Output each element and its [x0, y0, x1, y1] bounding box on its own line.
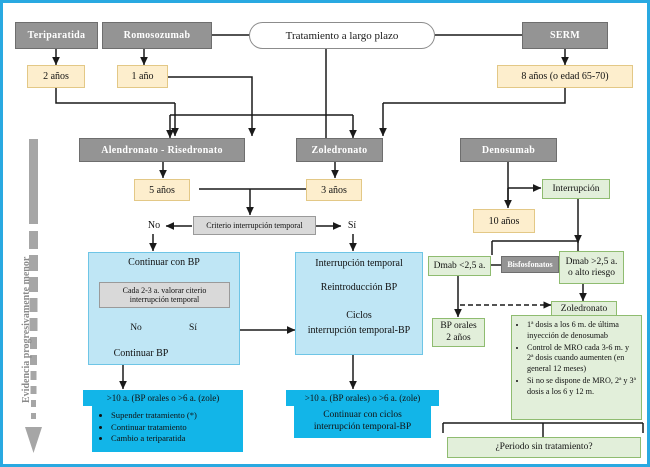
left-branch-inner-box: Cada 2-3 a. valorar citerio interrupción… — [99, 282, 230, 308]
outcome-left-bullet-1: Continuar tratamiento — [111, 422, 238, 434]
decision-si-label: Sí — [347, 220, 357, 231]
denosumab-notes-box: 1ª dosis a los 6 m. de última inyección … — [511, 315, 642, 420]
outcome-right-header: >10 a. (BP orales) o >6 a. (zole) — [286, 390, 439, 406]
dmab-high-line1: Dmab >2,5 a. — [565, 256, 618, 267]
title-pill: Tratamiento a largo plazo — [249, 22, 435, 49]
outcome-left-bullet-0: Supender tratamiento (*) — [111, 410, 238, 422]
dmab-high-box: Dmab >2,5 a. o alto riesgo — [559, 251, 624, 284]
right-branch-panel — [295, 252, 423, 355]
dmab-high-line2: o alto riesgo — [568, 267, 615, 278]
outcome-right-line1: Continuar con ciclos — [323, 410, 402, 421]
dmab-low-box: Dmab <2,5 a. — [428, 256, 491, 276]
right-branch-line4: interrupción temporal-BP — [307, 324, 411, 336]
duration-alendronato: 5 años — [134, 179, 190, 201]
right-branch-line1: Interrupción temporal — [315, 257, 403, 269]
bp-orales-line1: BP orales — [440, 321, 477, 332]
duration-romosozumab: 1 año — [117, 65, 168, 88]
outcome-right-body: Continuar con ciclos interrupción tempor… — [294, 406, 431, 438]
evidence-label: Evidencia progresivamente menor — [21, 256, 32, 403]
left-branch-si: Sí — [189, 323, 197, 333]
inner-box-line1: Cada 2-3 a. valorar citerio — [122, 285, 207, 295]
drug-box-alendronato[interactable]: Alendronato - Risedronato — [79, 138, 245, 162]
outcome-left-header: >10 a. (BP orales o >6 a. (zole) — [83, 390, 243, 406]
denosumab-note-0: 1ª dosis a los 6 m. de última inyección … — [527, 320, 636, 342]
outcome-left-bullet-2: Cambio a teriparatida — [111, 433, 238, 445]
bp-orales-line2: 2 años — [446, 332, 471, 343]
drug-box-teriparatida[interactable]: Teriparatida — [15, 22, 98, 49]
duration-serm: 8 años (o edad 65-70) — [497, 65, 633, 88]
drug-box-serm[interactable]: SERM — [522, 22, 608, 49]
periodo-sin-tratamiento-box: ¿Periodo sin tratamiento? — [447, 437, 641, 458]
left-branch-footer: Continuar BP — [113, 348, 169, 359]
left-branch-panel — [88, 252, 240, 365]
bisfosfonatos-label: Bisfosfonatos — [501, 256, 559, 273]
inner-box-line2: interrupción temporal — [129, 295, 200, 304]
drug-box-zoledronato[interactable]: Zoledronato — [296, 138, 383, 162]
denosumab-note-2: Si no se dispone de MRO, 2ª y 3ª dosis a… — [527, 376, 636, 398]
drug-box-denosumab[interactable]: Denosumab — [460, 138, 557, 162]
denosumab-interrupcion: Interrupción — [542, 179, 610, 199]
right-branch-line2: Reintroducción BP — [320, 281, 398, 293]
duration-teriparatida: 2 años — [27, 65, 85, 88]
denosumab-note-1: Control de MRO cada 3-6 m. y 2ª dosis cu… — [527, 343, 636, 375]
left-branch-header: Continuar con BP — [128, 257, 200, 268]
outcome-left-bullets: Supender tratamiento (*) Continuar trata… — [92, 406, 243, 452]
criterio-box: Criterio interrupción temporal — [193, 216, 316, 235]
decision-no-label: No — [147, 220, 161, 231]
right-branch-line3: Ciclos — [346, 309, 372, 321]
duration-denosumab: 10 años — [473, 209, 535, 233]
duration-zoledronato: 3 años — [306, 179, 362, 201]
outcome-right-line2: interrupción temporal-BP — [313, 422, 412, 432]
left-branch-no: No — [130, 323, 142, 333]
bp-orales-box: BP orales 2 años — [432, 318, 485, 347]
drug-box-romosozumab[interactable]: Romosozumab — [102, 22, 212, 49]
